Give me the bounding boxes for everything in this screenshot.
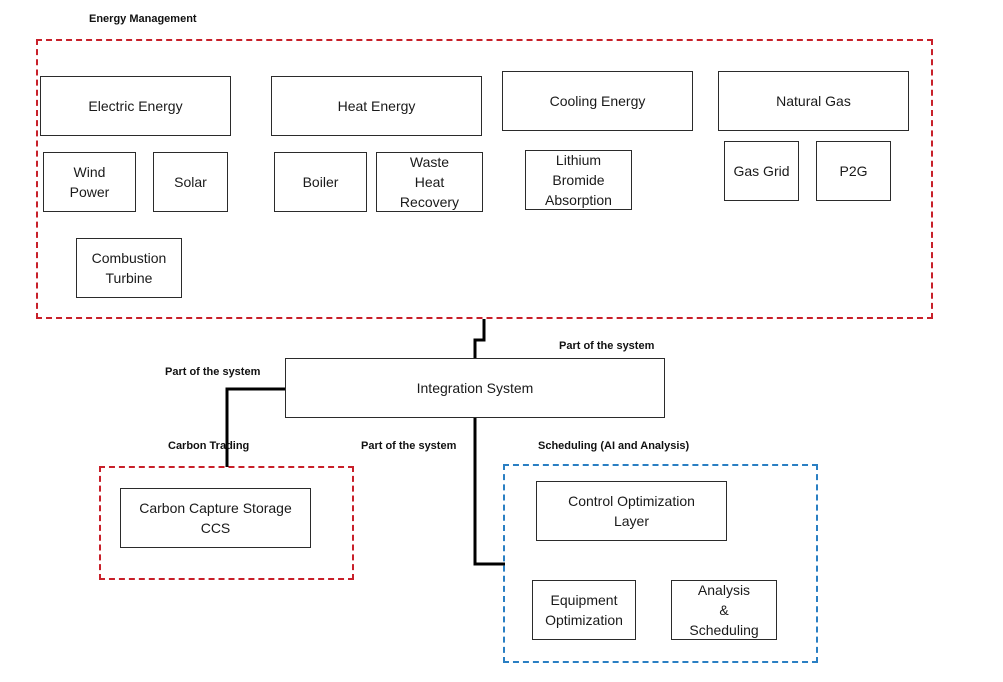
label-part-of-system-bottom: Part of the system <box>361 440 457 452</box>
gas-grid-box[interactable]: Gas Grid <box>724 141 799 201</box>
combustion-turbine-box[interactable]: Combustion Turbine <box>76 238 182 298</box>
heat-energy-box[interactable]: Heat Energy <box>271 76 482 136</box>
connector-integration-to-scheduling <box>473 418 505 566</box>
scheduling-group <box>503 464 818 663</box>
carbon-trading-title: Carbon Trading <box>168 440 250 452</box>
wind-power-box[interactable]: Wind Power <box>43 152 136 212</box>
scheduling-title: Scheduling (AI and Analysis) <box>538 440 690 452</box>
cooling-energy-box[interactable]: Cooling Energy <box>502 71 693 131</box>
boiler-box[interactable]: Boiler <box>274 152 367 212</box>
energy-management-group <box>36 39 933 319</box>
integration-system-box[interactable]: Integration System <box>285 358 665 418</box>
carbon-capture-storage-box[interactable]: Carbon Capture Storage CCS <box>120 488 311 548</box>
electric-energy-box[interactable]: Electric Energy <box>40 76 231 136</box>
lithium-bromide-box[interactable]: Lithium Bromide Absorption <box>525 150 632 210</box>
p2g-box[interactable]: P2G <box>816 141 891 201</box>
natural-gas-box[interactable]: Natural Gas <box>718 71 909 131</box>
carbon-trading-group <box>99 466 354 580</box>
equipment-optimization-box[interactable]: Equipment Optimization <box>532 580 636 640</box>
control-optimization-layer-box[interactable]: Control Optimization Layer <box>536 481 727 541</box>
connector-integration-to-carbon <box>225 387 285 467</box>
label-part-of-system-left: Part of the system <box>165 366 261 378</box>
energy-management-title: Energy Management <box>89 13 197 25</box>
analysis-scheduling-box[interactable]: Analysis & Scheduling <box>671 580 777 640</box>
solar-box[interactable]: Solar <box>153 152 228 212</box>
connector-energy-to-integration <box>473 319 486 358</box>
waste-heat-recovery-box[interactable]: Waste Heat Recovery <box>376 152 483 212</box>
label-part-of-system-top: Part of the system <box>559 340 655 352</box>
